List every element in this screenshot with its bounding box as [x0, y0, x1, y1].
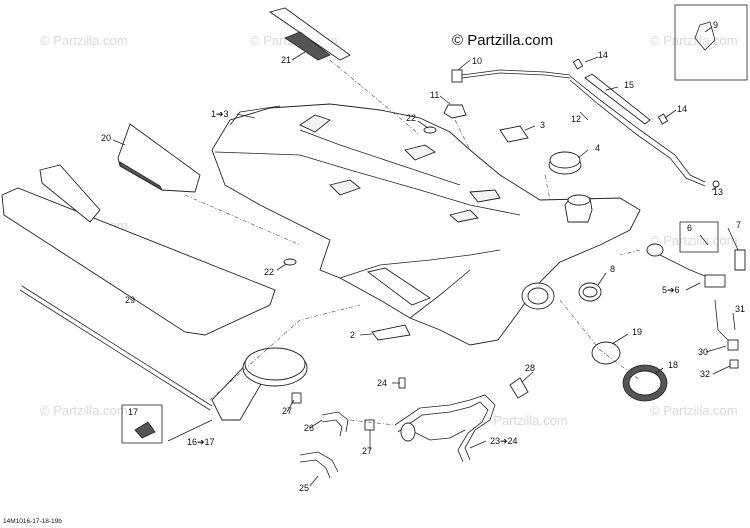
callout-7: 7	[736, 220, 741, 230]
part-16-fuel-pump	[19, 285, 308, 421]
callout-10: 10	[472, 56, 482, 66]
callout-2: 2	[350, 330, 355, 340]
part-18-ring	[622, 364, 668, 402]
leader-lines	[184, 59, 641, 426]
part-25-elbow	[299, 451, 339, 479]
part-6-box	[679, 221, 719, 253]
drawing-code: 14M1016-17-18-19b	[3, 518, 62, 525]
callout-20: 20	[101, 133, 111, 143]
watermark-text: © Partzilla.com	[480, 413, 568, 428]
callout-15: 15	[624, 80, 634, 90]
callout-22-left: 22	[264, 267, 274, 277]
callout-14-lower: 14	[677, 104, 687, 114]
site-watermark: © Partzilla.com	[452, 32, 553, 49]
callout-5: 5➔6	[662, 285, 680, 295]
part-3-pad	[499, 125, 529, 143]
callout-8: 8	[610, 264, 615, 274]
callout-labels: 1➔3 2 3 4 5➔6 6 7 8 9 10 11 12 13 14 14 …	[101, 20, 745, 493]
callout-18: 18	[668, 360, 678, 370]
part-8-gasket	[578, 282, 602, 302]
callout-12: 12	[571, 114, 581, 124]
part-12-hose	[569, 73, 706, 187]
callout-27-right: 27	[362, 446, 372, 456]
part-6-pin	[699, 234, 709, 246]
callout-29: 29	[125, 295, 135, 305]
part-30-connector	[727, 339, 739, 351]
watermark-text: © Partzilla.com	[40, 403, 128, 418]
part-21-bracket	[268, 7, 351, 61]
part-11-grommet	[443, 104, 467, 119]
part-2-pad	[371, 324, 411, 341]
callout-17: 17	[128, 407, 138, 417]
callout-9: 9	[713, 20, 718, 30]
part-28-bracket	[509, 377, 529, 399]
callout-31: 31	[735, 304, 745, 314]
callout-3: 3	[540, 120, 545, 130]
part-10-fitting	[451, 69, 571, 83]
callout-4: 4	[595, 143, 600, 153]
part-1-fuel-tank	[211, 103, 641, 346]
part-5-sender	[646, 243, 726, 288]
callout-11: 11	[430, 90, 439, 100]
callout-16: 16➔17	[187, 437, 215, 447]
part-17-box	[121, 404, 163, 444]
callout-30: 30	[698, 347, 708, 357]
callout-25: 25	[299, 483, 309, 493]
callout-28: 28	[525, 363, 535, 373]
callout-19: 19	[632, 327, 642, 337]
part-14-clamp	[572, 58, 584, 70]
part-19-oring	[591, 341, 621, 365]
watermark-text: © Partzilla.com	[40, 33, 128, 48]
part-17-clip	[134, 421, 156, 439]
callout-14-top: 14	[598, 50, 608, 60]
part-9-clip	[694, 21, 716, 51]
callout-26: 26	[304, 423, 314, 433]
part-27-clamp	[291, 392, 302, 404]
callout-6: 6	[687, 223, 692, 233]
part-4-cap	[548, 151, 582, 175]
callout-13: 13	[713, 187, 723, 197]
callout-22-top: 22	[406, 113, 416, 123]
watermark-text: © Partzilla.com	[650, 233, 738, 248]
part-22-grommet	[423, 126, 437, 134]
callout-23: 23➔24	[490, 436, 518, 446]
part-31-wire	[714, 299, 729, 341]
callout-21: 21	[281, 55, 291, 65]
part-27-clamp	[364, 419, 375, 431]
callout-24: 24	[377, 378, 387, 388]
part-9-box	[674, 4, 748, 81]
part-7-plug	[734, 249, 746, 271]
part-22-grommet	[283, 258, 297, 266]
part-14-clamp	[657, 113, 669, 125]
watermark-text: © Partzilla.com	[650, 33, 738, 48]
callout-32: 32	[700, 369, 710, 379]
part-26-elbow	[321, 411, 349, 437]
watermark-text: © Partzilla.com	[650, 403, 738, 418]
part-23-hose-assembly	[394, 394, 496, 463]
callout-leaders	[112, 26, 739, 487]
part-20-panel	[117, 123, 201, 193]
part-29-mat	[1, 164, 276, 336]
part-32-clip	[729, 359, 739, 369]
callout-1: 1➔3	[211, 109, 229, 119]
callout-27-left: 27	[282, 406, 292, 416]
